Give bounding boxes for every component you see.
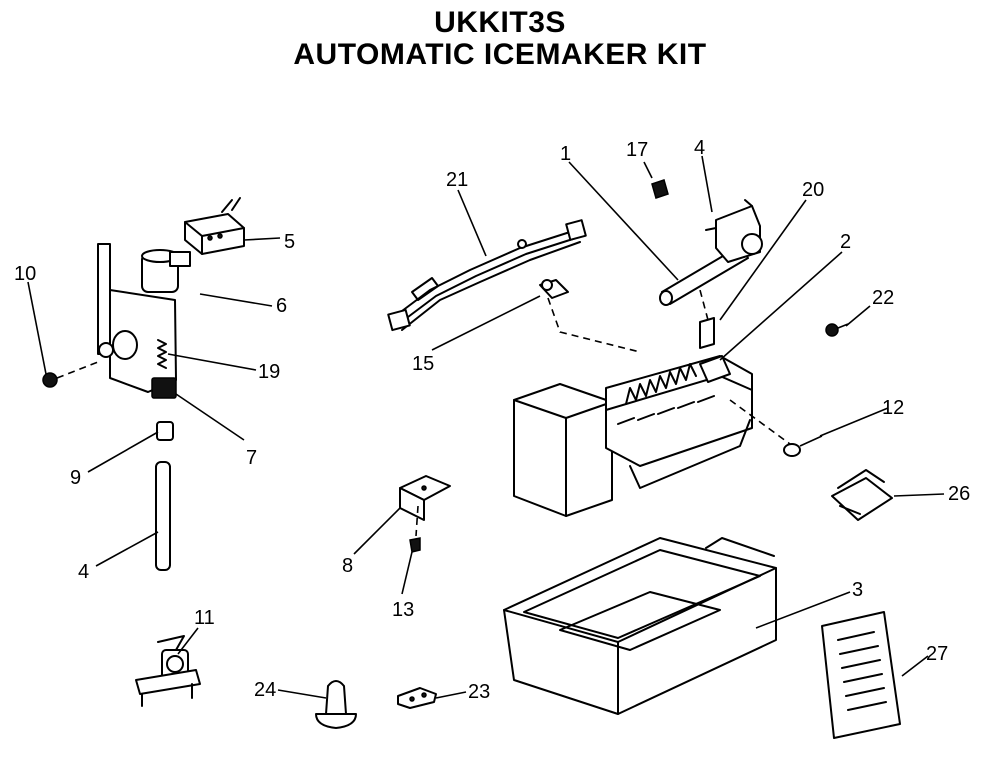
callout-26: 26 <box>948 483 970 505</box>
callout-19: 19 <box>258 361 280 383</box>
callout-4-bottom: 4 <box>78 561 89 583</box>
callout-23: 23 <box>468 681 490 703</box>
fill-tube-1-drawing <box>659 199 763 306</box>
bracket-8-drawing <box>399 475 451 537</box>
callout-8: 8 <box>342 555 353 577</box>
manual-27-drawing <box>821 611 901 739</box>
bracket-20-drawing <box>699 289 715 349</box>
callout-24: 24 <box>254 679 276 701</box>
callout-4-top: 4 <box>694 137 705 159</box>
plug-24-drawing <box>315 680 357 729</box>
ice-bin-3-drawing <box>503 537 777 715</box>
callout-5: 5 <box>284 231 295 253</box>
clip-23-drawing <box>397 687 437 709</box>
screw-22-drawing <box>825 323 849 337</box>
callout-6: 6 <box>276 295 287 317</box>
diagram-title-name: AUTOMATIC ICEMAKER KIT <box>293 38 707 71</box>
diagram-title-model: UKKIT3S <box>434 6 566 39</box>
screw-10-drawing <box>42 361 99 388</box>
callout-11: 11 <box>194 607 215 629</box>
connector-5-drawing <box>184 197 245 255</box>
callout-21: 21 <box>446 169 468 191</box>
wire-harness-21-drawing <box>387 219 587 332</box>
callout-27: 27 <box>926 643 948 665</box>
callout-2: 2 <box>840 231 851 253</box>
clip-17-drawing <box>651 179 669 199</box>
callout-9: 9 <box>70 467 81 489</box>
icemaker-unit-2-drawing <box>513 355 791 517</box>
callout-3: 3 <box>852 579 863 601</box>
callout-1: 1 <box>560 143 571 165</box>
callout-20: 20 <box>802 179 824 201</box>
screw-13-drawing <box>409 537 421 553</box>
callout-7: 7 <box>246 447 257 469</box>
callout-17: 17 <box>626 139 648 161</box>
callout-10: 10 <box>14 263 36 285</box>
callout-15: 15 <box>412 353 434 375</box>
valve-11-drawing <box>135 635 201 707</box>
clip-15-drawing <box>539 279 641 353</box>
callout-22: 22 <box>872 287 894 309</box>
callout-12: 12 <box>882 397 904 419</box>
valve-assembly-drawing <box>97 243 191 571</box>
screw-12-drawing <box>783 435 823 457</box>
clip-26-drawing <box>831 469 893 521</box>
callout-13: 13 <box>392 599 414 621</box>
